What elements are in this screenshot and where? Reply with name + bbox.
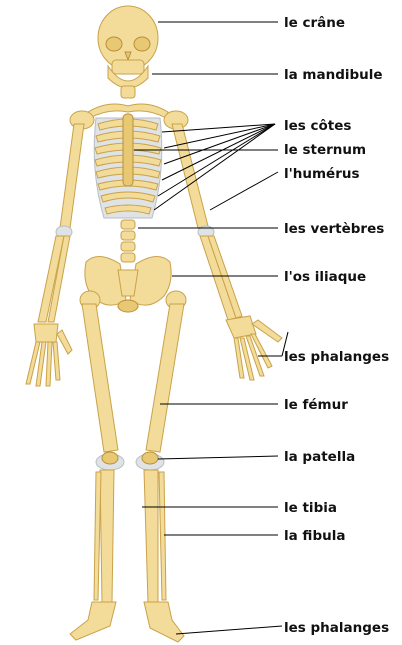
- right-arm: [172, 124, 282, 380]
- left-arm: [26, 124, 84, 386]
- label-fibula: la fibula: [284, 528, 345, 544]
- label-phalanges-main: les phalanges: [284, 349, 389, 365]
- label-crane: le crâne: [284, 15, 345, 31]
- leader-cotes: [154, 124, 275, 210]
- lower-legs: [94, 470, 166, 602]
- leader-phalanges-pied: [176, 626, 282, 634]
- spine: [121, 220, 135, 262]
- label-tibia: le tibia: [284, 500, 337, 516]
- rib-cage: [94, 114, 162, 218]
- label-phalanges-pied: les phalanges: [284, 620, 389, 636]
- knees: [96, 452, 164, 470]
- label-femur: le fémur: [284, 397, 348, 413]
- label-humerus: l'humérus: [284, 166, 360, 182]
- label-patella: la patella: [284, 449, 355, 465]
- leader-humerus: [210, 172, 278, 210]
- label-sternum: le sternum: [284, 142, 366, 158]
- sternum: [123, 114, 133, 186]
- label-vertebres: les vertèbres: [284, 221, 384, 237]
- leader-patella: [158, 456, 278, 459]
- label-os-iliaque: l'os iliaque: [284, 269, 366, 285]
- femurs: [80, 291, 186, 452]
- feet: [70, 602, 184, 642]
- skull: [98, 6, 158, 88]
- cervical-vertebrae: [121, 86, 135, 98]
- labels: le crâne la mandibule les côtes le stern…: [284, 15, 389, 636]
- label-mandibule: la mandibule: [284, 67, 383, 83]
- label-cotes: les côtes: [284, 118, 351, 134]
- skeleton-illustration: [26, 6, 282, 642]
